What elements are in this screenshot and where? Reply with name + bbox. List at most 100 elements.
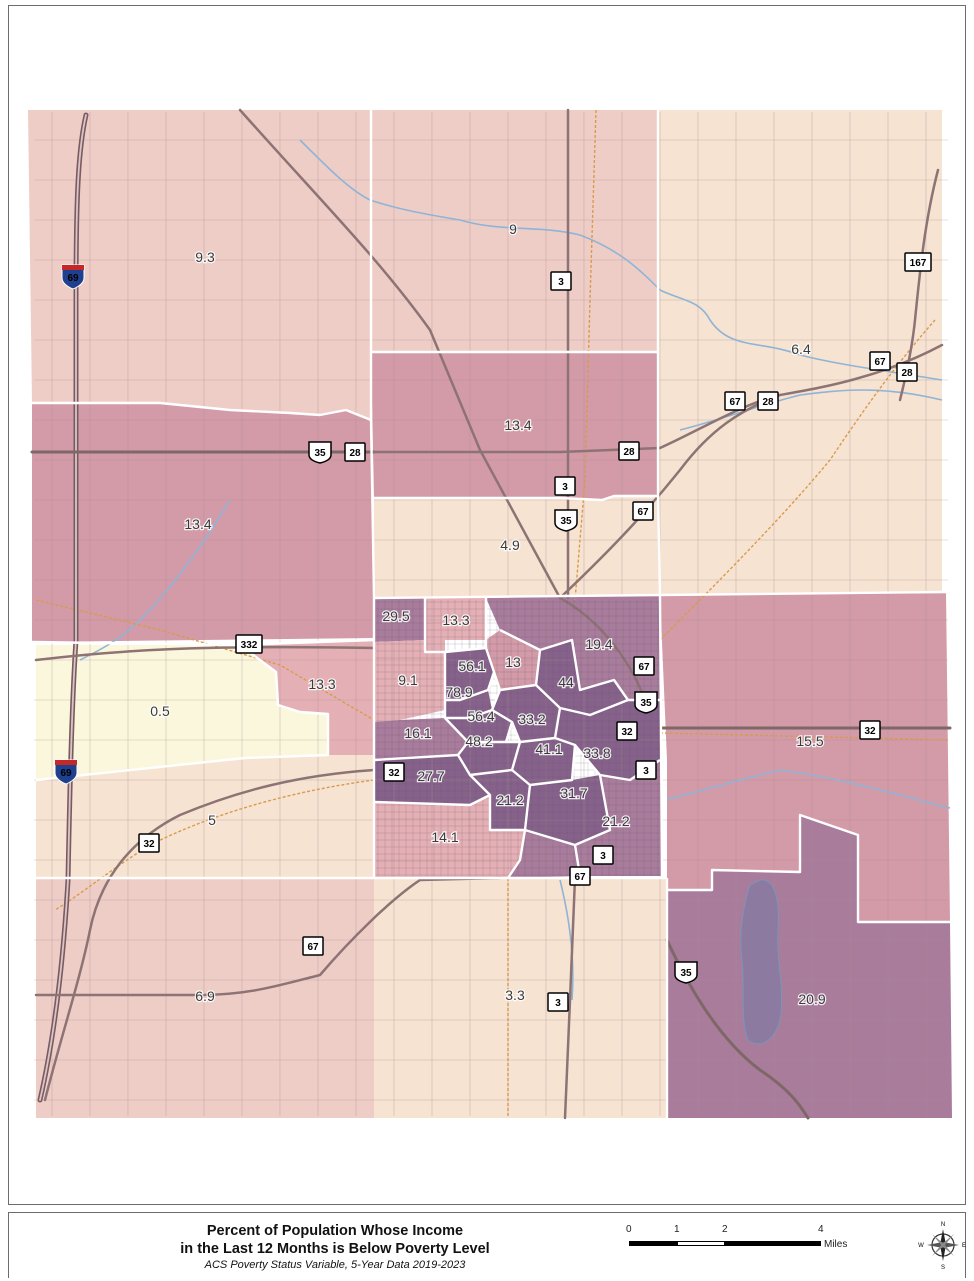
svg-text:69: 69 bbox=[60, 768, 72, 779]
svg-text:35: 35 bbox=[560, 516, 572, 527]
tract-value-label: 14.1 bbox=[431, 829, 458, 845]
state-route-shield-icon: 67 bbox=[724, 391, 746, 411]
tract-west-13-4 bbox=[32, 403, 374, 642]
state-route-shield-icon: 28 bbox=[344, 442, 366, 462]
tract-core-19-4 bbox=[486, 595, 660, 700]
tract-sw-6-9 bbox=[36, 878, 374, 1118]
compass-s: S bbox=[941, 1265, 945, 1270]
tract-value-label: 13.3 bbox=[442, 612, 469, 628]
tract-core-9-1 bbox=[374, 640, 445, 722]
tract-value-label: 21.2 bbox=[496, 792, 523, 808]
state-route-shield-icon: 3 bbox=[554, 476, 576, 496]
reservoir bbox=[740, 879, 783, 1045]
svg-text:67: 67 bbox=[874, 357, 886, 368]
highway-35-north bbox=[238, 108, 562, 600]
tract-core-21-2-west bbox=[470, 770, 530, 830]
compass-rose-icon: N S W E bbox=[918, 1222, 966, 1270]
tract-value-label: 9.3 bbox=[195, 249, 215, 265]
tract-north-central bbox=[371, 110, 658, 352]
svg-text:67: 67 bbox=[637, 507, 649, 518]
scale-segment-1 bbox=[629, 1241, 677, 1246]
boundary-west-0-5 bbox=[35, 644, 330, 782]
map-title-block: Percent of Population Whose Income in th… bbox=[100, 1222, 570, 1272]
svg-text:3: 3 bbox=[555, 998, 561, 1009]
state-route-shield-icon: 3 bbox=[550, 271, 572, 291]
urban-streets bbox=[376, 600, 660, 876]
tract-value-label: 6.4 bbox=[791, 341, 811, 357]
state-route-shield-icon: 67 bbox=[633, 656, 655, 676]
tract-value-label: 15.5 bbox=[796, 733, 823, 749]
tract-west-0-5 bbox=[36, 645, 328, 780]
us-route-shield-icon: 35 bbox=[308, 441, 332, 464]
interstate-shield-icon: 69 bbox=[54, 759, 78, 785]
boundary-v1 bbox=[369, 110, 376, 878]
svg-text:67: 67 bbox=[574, 872, 586, 883]
state-route-shield-icon: 28 bbox=[618, 441, 640, 461]
svg-text:67: 67 bbox=[729, 397, 741, 408]
state-route-shield-icon: 3 bbox=[592, 845, 614, 865]
tract-core-56-1 bbox=[445, 648, 494, 700]
tract-value-label: 31.7 bbox=[560, 785, 587, 801]
tract-core-41-1 bbox=[512, 738, 575, 785]
scale-segment-3 bbox=[725, 1241, 821, 1246]
scale-tick-4: 4 bbox=[818, 1224, 824, 1235]
tract-value-label: 9.1 bbox=[398, 672, 418, 688]
tract-north-13-4 bbox=[371, 352, 658, 500]
scale-segment-2 bbox=[677, 1241, 725, 1246]
scale-tick-0: 0 bbox=[626, 1224, 632, 1235]
svg-text:32: 32 bbox=[143, 839, 155, 850]
tract-value-label: 56.1 bbox=[458, 658, 485, 674]
tract-core-13-3 bbox=[425, 598, 486, 652]
svg-text:3: 3 bbox=[600, 851, 606, 862]
svg-text:3: 3 bbox=[558, 277, 564, 288]
state-route-shield-icon: 28 bbox=[896, 362, 918, 382]
svg-text:69: 69 bbox=[67, 273, 79, 284]
state-route-shield-icon: 167 bbox=[904, 252, 932, 272]
river-south-east bbox=[666, 769, 951, 809]
svg-text:32: 32 bbox=[621, 727, 633, 738]
state-route-shield-icon: 3 bbox=[635, 760, 657, 780]
svg-text:35: 35 bbox=[680, 968, 692, 979]
tract-core-16-1 bbox=[374, 718, 468, 760]
scale-units: Miles bbox=[824, 1239, 848, 1250]
map-title-line-1: Percent of Population Whose Income bbox=[206, 1223, 464, 1239]
tract-nw bbox=[28, 110, 371, 420]
highway-3-south bbox=[563, 876, 577, 1120]
scale-tick-1: 1 bbox=[674, 1224, 680, 1235]
railroad-north bbox=[574, 109, 597, 601]
svg-text:28: 28 bbox=[901, 368, 913, 379]
tract-value-label: 13.4 bbox=[504, 417, 531, 433]
svg-text:35: 35 bbox=[314, 448, 326, 459]
highway-67-south bbox=[34, 876, 502, 997]
svg-text:28: 28 bbox=[623, 447, 635, 458]
tract-core-33-2 bbox=[492, 685, 560, 742]
scale-tick-2: 2 bbox=[722, 1224, 728, 1235]
boundary-h1 bbox=[32, 401, 372, 422]
state-route-shield-icon: 32 bbox=[616, 721, 638, 741]
tract-value-label: 44 bbox=[558, 674, 574, 690]
boundary-h3 bbox=[374, 494, 658, 502]
boundary-core-5 bbox=[445, 708, 514, 744]
svg-text:35: 35 bbox=[640, 698, 652, 709]
scale-bar: 0 1 2 4 Miles bbox=[620, 1224, 847, 1274]
highway-67-ne bbox=[558, 393, 782, 600]
highway-35-central bbox=[558, 596, 647, 702]
tract-value-label: 78.9 bbox=[445, 684, 472, 700]
highway-32-west bbox=[43, 768, 376, 1102]
rivers bbox=[79, 139, 951, 1001]
tract-value-label: 41.1 bbox=[535, 741, 562, 757]
map-title-line-2: in the Last 12 Months is Below Poverty L… bbox=[180, 1241, 490, 1257]
state-route-shield-icon: 67 bbox=[302, 936, 324, 956]
state-route-shield-icon: 67 bbox=[632, 501, 654, 521]
boundary-se bbox=[667, 813, 950, 924]
railroad-ne bbox=[659, 319, 936, 641]
tract-value-label: 13.3 bbox=[308, 676, 335, 692]
tract-se-20-9 bbox=[667, 815, 952, 1118]
compass-e: E bbox=[962, 1243, 966, 1249]
tract-value-label: 33.2 bbox=[518, 711, 545, 727]
tract-core-48-2 bbox=[458, 742, 520, 775]
tract-value-label: 19.4 bbox=[585, 636, 612, 652]
svg-text:3: 3 bbox=[643, 766, 649, 777]
